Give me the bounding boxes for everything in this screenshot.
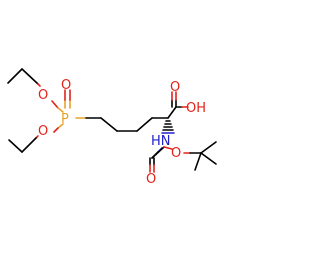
atom-label-o-ester-top: O (38, 88, 48, 103)
atom-label-nh: HN (151, 134, 171, 149)
bond (21, 68, 39, 85)
atom-label-o-carbamate-ester: O (171, 146, 181, 161)
stereo-hash-bond (161, 120, 175, 134)
bond (200, 141, 217, 154)
bond (51, 100, 59, 109)
atom-label-o-ester-bottom: O (38, 124, 48, 139)
bond (167, 106, 177, 119)
atom-label-o-phosphoryl: O (61, 78, 71, 93)
atom-label-o-carbamate-carbonyl: O (146, 172, 156, 187)
atom-label-hydroxyl: OH (186, 101, 206, 116)
atom-label-o-carbonyl-acid: O (170, 80, 180, 95)
bond (37, 83, 41, 87)
bond (53, 127, 59, 133)
bond (21, 137, 37, 153)
structure-diagram: O P O O O OH HN O O (7, 68, 217, 187)
bond (194, 152, 202, 171)
molecule-svg: O P O O O OH HN O O (7, 68, 217, 187)
atom-label-phosphorus: P (61, 112, 69, 127)
bond (151, 146, 165, 159)
bond (136, 117, 153, 132)
bond (7, 68, 23, 84)
bond (200, 152, 217, 165)
bond (8, 139, 23, 153)
bond (57, 107, 64, 113)
bond (57, 123, 64, 129)
bond (163, 146, 173, 150)
bond (100, 117, 118, 132)
